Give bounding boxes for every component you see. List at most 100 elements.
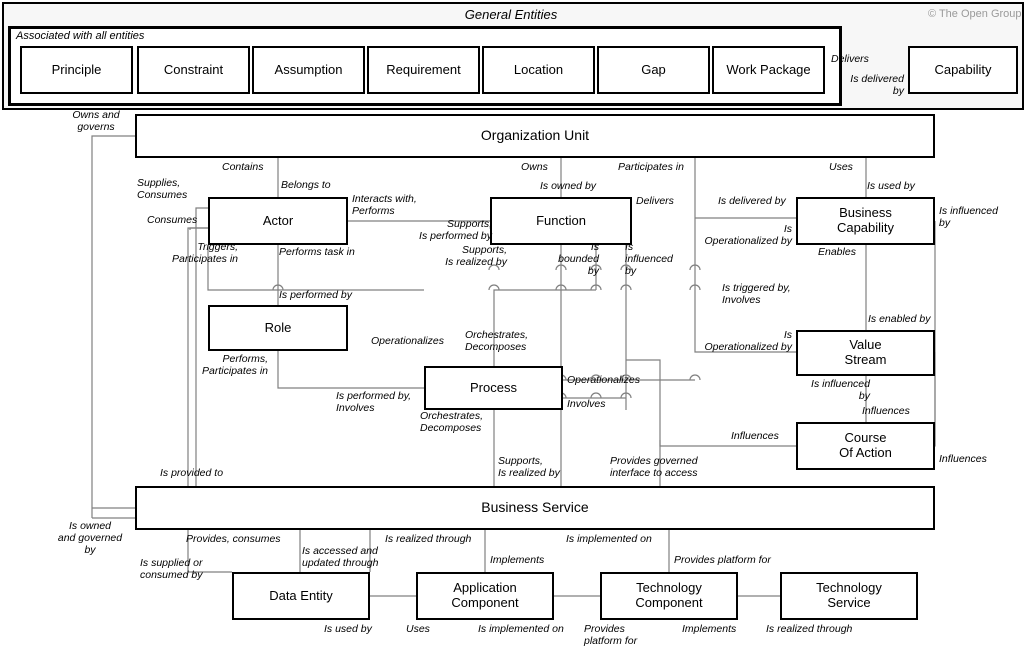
entity-label-line: Value [849,337,882,353]
relationship-label: Supports, Is performed by [419,218,492,242]
general-entity-constraint[interactable]: Constraint [137,46,250,94]
relationship-label: Is provided to [160,467,224,479]
general-entity-location[interactable]: Location [482,46,595,94]
relationship-label: Uses [829,161,853,173]
entity-label-line: Technology [816,580,882,596]
general-entity-principle[interactable]: Principle [20,46,133,94]
relationship-label: Is delivered by [718,195,786,207]
entity-label: Data Entity [267,588,335,604]
entity-label-line: Course [844,430,887,446]
relationship-label: Belongs to [281,179,331,191]
entity-label: Function [534,213,588,229]
general-entity-gap[interactable]: Gap [597,46,710,94]
entity-label-line: Capability [934,61,992,77]
general-entity-label: Requirement [386,61,461,77]
entity-organization-unit[interactable]: Organization Unit [135,114,935,158]
relationship-label: Interacts with, Performs [352,193,417,217]
relationship-label: Enables [818,246,856,258]
general-entities-title: General Entities [464,7,558,22]
entity-label-line: Actor [262,212,294,228]
relationship-label: Participates in [618,161,684,173]
general-entity-requirement[interactable]: Requirement [367,46,480,94]
relationship-label: Influences [862,405,910,417]
relationship-label: Contains [222,161,264,173]
relationship-label: Is influenced by [625,241,673,277]
relationship-label: Is realized through [385,533,472,545]
general-entity-assumption[interactable]: Assumption [252,46,365,94]
entity-business-service[interactable]: Business Service [135,486,935,530]
entity-label-line: Component [635,595,703,610]
relationship-label: Implements [682,623,737,635]
relationship-label: Supports, Is realized by [498,455,560,479]
general-entity-label: Location [513,61,564,77]
entity-function[interactable]: Function [490,197,632,245]
relationship-label: Orchestrates, Decomposes [420,410,484,434]
relationship-label: Is Operationalized by [704,223,792,247]
entity-label: Actor [261,212,295,229]
relationship-label: Operationalizes [567,374,640,386]
relationship-label: Is delivered by [850,73,904,97]
relationship-label: Provides, consumes [186,533,281,545]
entity-label-line: Application [453,580,517,596]
relationship-label: Involves [567,398,606,410]
relationship-label: Delivers [636,195,674,207]
relationship-label: Performs, Participates in [202,353,268,377]
entity-label-line: Component [451,595,519,610]
entity-label-line: Role [264,319,292,335]
entity-label-line: Process [470,379,517,395]
entity-data-entity[interactable]: Data Entity [232,572,370,620]
relationship-label: Is influenced by [811,378,870,402]
entity-label: Role [263,319,294,336]
relationship-label: Influences [731,430,779,442]
entity-label-line: Business [839,205,892,221]
entity-label: Organization Unit [479,127,591,144]
relationship-label: Implements [490,554,545,566]
relationship-label: Is performed by [279,289,352,301]
relationship-label: Owns and governs [72,109,120,133]
relationship-label: Is enabled by [868,313,931,325]
relationship-label: Delivers [831,53,869,65]
general-entity-work-package[interactable]: Work Package [712,46,825,94]
relationship-label: Consumes [147,214,198,226]
entity-role[interactable]: Role [208,305,348,351]
relationship-label: Provides platform for [674,554,771,566]
relationship-label: Is bounded by [558,241,599,277]
relationship-label: Supports, Is realized by [445,244,507,268]
associated-with-all-entities-label: Associated with all entities [16,30,145,42]
entity-label-line: Business Service [481,499,589,516]
relationship-label: Provides governed interface to access [610,455,698,479]
relationship-label: Is influenced by [939,205,998,229]
relationship-label: Uses [406,623,430,635]
relationship-label: Is supplied or consumed by [140,557,203,581]
general-entity-label: Work Package [726,61,811,77]
entity-label: Capability [932,61,993,78]
general-entity-label: Principle [51,61,102,77]
relationship-label: Is realized through [766,623,853,635]
relationship-label: Triggers, Participates in [172,241,238,265]
general-entity-label: Constraint [163,61,224,77]
relationship-label: Is owned and governed by [57,520,123,556]
entity-capability[interactable]: Capability [908,46,1018,94]
relationship-label: Is owned by [540,180,597,192]
relationship-label: Owns [521,161,548,173]
relationship-label: Operationalizes [371,335,444,347]
entity-label-line: Stream [844,352,887,367]
relationship-label: Is triggered by, Involves [722,282,791,306]
entity-process[interactable]: Process [424,366,563,410]
relationship-label: Is implemented on [566,533,652,545]
relationship-label: Performs task in [279,246,355,258]
copyright-notice: © The Open Group [928,8,1022,20]
entity-label: Business Service [479,499,590,516]
entity-actor[interactable]: Actor [208,197,348,245]
